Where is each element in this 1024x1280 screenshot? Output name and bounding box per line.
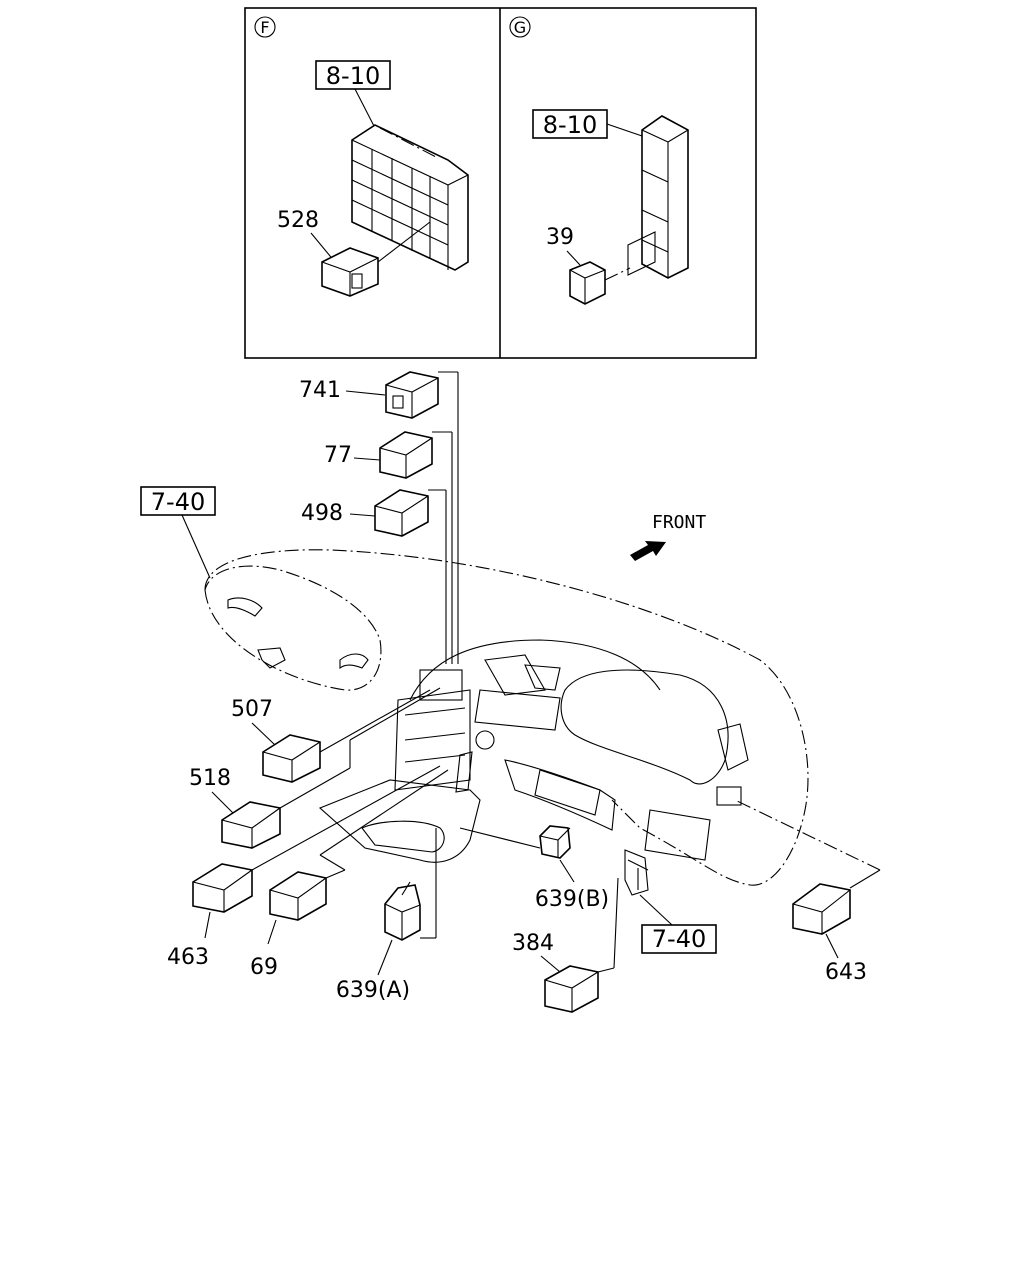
part-528-label[interactable]: 528 <box>277 208 319 233</box>
ref-box-7-40-top[interactable] <box>140 486 216 516</box>
dashboard-illustration <box>204 549 809 886</box>
panel-f-ref-box[interactable] <box>315 60 391 90</box>
switch-639a[interactable]: 639(A) <box>336 828 437 1003</box>
ref-box-top-group[interactable]: 7-40 <box>140 486 216 579</box>
ref-box-7-40-bottom-label[interactable]: 7-40 <box>652 925 706 953</box>
front-indicator: FRONT <box>630 512 706 561</box>
relay-block-g <box>627 115 689 279</box>
switch-639b[interactable]: 639(B) <box>459 825 609 912</box>
ref-box-7-40-bottom-leader <box>639 894 673 926</box>
front-label: FRONT <box>652 512 706 533</box>
part-39-relay[interactable] <box>569 261 631 305</box>
switch-498[interactable]: 498 <box>301 489 447 664</box>
part-39-leader <box>566 250 581 266</box>
part-463-label[interactable]: 463 <box>167 945 209 970</box>
switch-741[interactable]: 741 <box>299 371 459 664</box>
panel-g: G 8-10 39 <box>509 16 689 305</box>
panel-g-marker: G <box>514 18 526 37</box>
ref-box-bottom-group[interactable]: 7-40 <box>639 894 717 954</box>
ref-box-7-40-top-leader <box>181 514 211 579</box>
switch-384[interactable]: 384 <box>512 877 619 1013</box>
panel-f-ref-label[interactable]: 8-10 <box>326 62 380 90</box>
part-384-label[interactable]: 384 <box>512 931 554 956</box>
part-69-label[interactable]: 69 <box>250 955 278 980</box>
panel-g-ref-leader <box>606 123 643 137</box>
bracket-7-40 <box>624 849 649 896</box>
panel-f-marker: F <box>260 18 269 37</box>
front-arrow-icon <box>630 541 666 561</box>
switch-643[interactable]: 643 <box>734 799 881 985</box>
panel-g-ref-label[interactable]: 8-10 <box>543 111 597 139</box>
switch-463[interactable]: 463 <box>167 765 441 970</box>
panel-f-marker-circle <box>254 16 276 38</box>
ref-box-7-40-bottom[interactable] <box>641 924 717 954</box>
part-39-label[interactable]: 39 <box>546 225 574 250</box>
part-528-relay[interactable] <box>321 221 431 297</box>
inset-panels: F 8-10 528 <box>244 7 757 359</box>
panel-g-marker-circle <box>509 16 531 38</box>
switch-69[interactable]: 69 <box>250 769 449 980</box>
part-643-label[interactable]: 643 <box>825 960 867 985</box>
part-639a-label[interactable]: 639(A) <box>336 978 410 1003</box>
relay-block-f <box>351 124 469 271</box>
switch-77[interactable]: 77 <box>324 431 453 664</box>
part-741-label[interactable]: 741 <box>299 378 341 403</box>
dashboard-outline <box>204 549 809 886</box>
part-77-label[interactable]: 77 <box>324 443 352 468</box>
part-498-label[interactable]: 498 <box>301 501 343 526</box>
switch-507[interactable]: 507 <box>231 689 431 783</box>
part-518-label[interactable]: 518 <box>189 766 231 791</box>
part-639b-label[interactable]: 639(B) <box>535 887 609 912</box>
ref-box-7-40-top-label[interactable]: 7-40 <box>151 488 205 516</box>
panel-f-ref-leader <box>354 88 376 129</box>
part-507-label[interactable]: 507 <box>231 697 273 722</box>
panel-f: F 8-10 528 <box>254 16 469 297</box>
switch-518[interactable]: 518 <box>189 687 441 849</box>
